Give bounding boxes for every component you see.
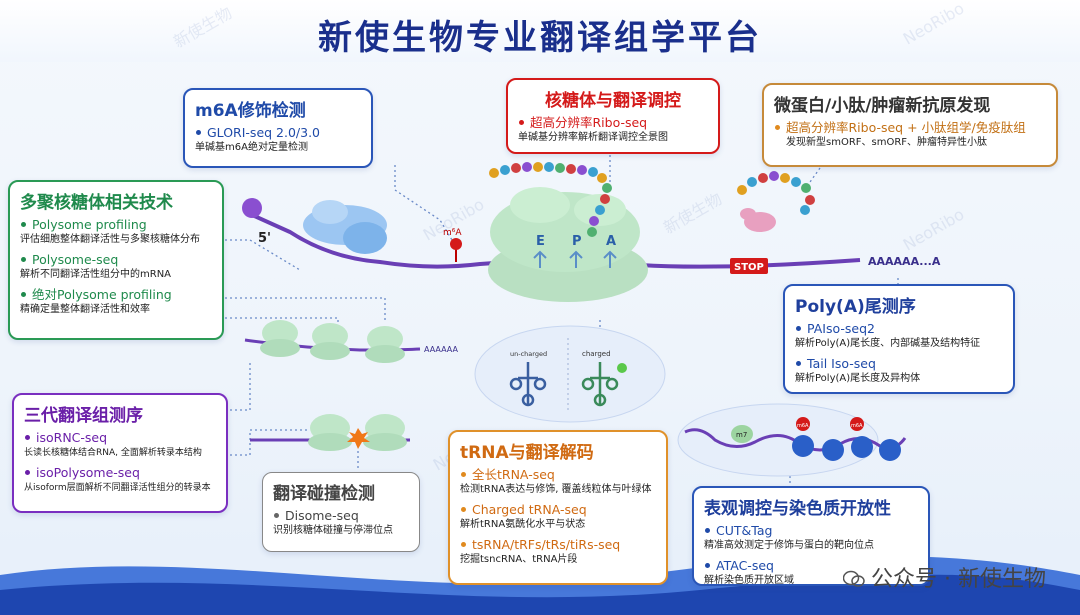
page-title: 新使生物专业翻译组学平台 bbox=[318, 18, 762, 58]
trna-desc: 挖掘tsncRNA、tRNA片段 bbox=[460, 554, 578, 565]
trna-item: tsRNA/tRFs/tRs/tiRs-seq bbox=[460, 536, 656, 553]
stop-codon-icon bbox=[730, 258, 768, 274]
trna-bubble bbox=[474, 325, 666, 423]
trna-item: 全长tRNA-seq bbox=[460, 466, 656, 483]
header-band bbox=[0, 0, 1080, 62]
polysome-desc: 评估细胞整体翻译活性与多聚核糖体分布 bbox=[20, 234, 200, 245]
uncharged-label: un-charged bbox=[510, 350, 547, 358]
epigenetics-item: ATAC-seq bbox=[704, 557, 918, 574]
polysome-card: 多聚核糖体相关技术 Polysome profiling 评估细胞整体翻译活性与… bbox=[8, 180, 224, 340]
trna-a-icon bbox=[603, 250, 617, 268]
m6a-desc: 单碱基m6A绝对定量检测 bbox=[195, 142, 308, 153]
collision-title: 翻译碰撞检测 bbox=[273, 484, 375, 504]
peptide-chain-icon bbox=[489, 162, 612, 237]
m6a-card: m6A修饰检测 GLORI-seq 2.0/3.0 单碱基m6A绝对定量检测 bbox=[183, 88, 373, 168]
collision-item: Disome-seq bbox=[273, 507, 409, 524]
trna-desc: 检测tRNA表达与修饰, 覆盖线粒体与叶绿体 bbox=[460, 484, 652, 495]
wechat-footer: 公众号 · 新使生物 bbox=[842, 561, 1046, 593]
polya-card: Poly(A)尾测序 PAIso-seq2 解析Poly(A)尾长度、内部碱基及… bbox=[783, 284, 1015, 394]
polysome-desc: 解析不同翻译活性组分中的mRNA bbox=[20, 269, 172, 280]
epigenetics-title: 表观调控与染色质开放性 bbox=[704, 499, 891, 519]
ribosome-title: 核糖体与翻译调控 bbox=[545, 91, 681, 111]
scanning-ribosome-icon bbox=[303, 200, 387, 254]
wechat-icon bbox=[842, 570, 865, 587]
micropeptide-title: 微蛋白/小肽/肿瘤新抗原发现 bbox=[774, 96, 991, 116]
ribosome-item: 超高分辨率Ribo-seq bbox=[518, 114, 708, 131]
ribosome-desc: 单碱基分辨率解析翻译调控全景图 bbox=[518, 132, 668, 143]
polya-desc: 解析Poly(A)尾长度、内部碱基及结构特征 bbox=[795, 338, 981, 349]
trna-desc: 解析tRNA氨酰化水平与状态 bbox=[460, 519, 586, 530]
charged-label: charged bbox=[582, 350, 611, 358]
m6a-item: GLORI-seq 2.0/3.0 bbox=[195, 124, 361, 141]
disome-icon bbox=[308, 414, 407, 451]
m6a-label: m⁶A bbox=[443, 228, 462, 238]
nucleosome-icon bbox=[792, 435, 901, 461]
mod-label-1: m6A bbox=[797, 423, 809, 429]
cap-protein-icon bbox=[731, 425, 753, 443]
polysome-desc: 精确定量整体翻译活性和效率 bbox=[20, 304, 150, 315]
epigenetics-desc: 解析染色质开放区域 bbox=[704, 575, 794, 586]
leader-micro bbox=[809, 167, 821, 183]
five-prime-label: 5' bbox=[258, 231, 271, 246]
polya-item: Tail Iso-seq bbox=[795, 355, 1003, 372]
trna-p-icon bbox=[569, 250, 583, 268]
site-a-label: A bbox=[606, 234, 616, 249]
site-p-label: P bbox=[572, 234, 582, 249]
polysome-polya-label: AAAAAA bbox=[424, 345, 458, 354]
polysome-item: Polysome-seq bbox=[20, 251, 212, 268]
leader-polysome-2 bbox=[225, 297, 386, 320]
polya-title: Poly(A)尾测序 bbox=[795, 297, 916, 317]
micropeptide-card: 微蛋白/小肽/肿瘤新抗原发现 超高分辨率Ribo-seq + 小肽组学/免疫肽组… bbox=[762, 83, 1058, 167]
polya-label: AAAAAA...A bbox=[868, 255, 941, 268]
leader-polysome bbox=[225, 239, 301, 271]
epigenetics-desc: 精准高效测定于修饰与蛋白的靶向位点 bbox=[704, 540, 874, 551]
mod-label-2: m6A bbox=[851, 423, 863, 429]
polysome-icon bbox=[260, 320, 405, 363]
modification-marker-icon bbox=[850, 417, 864, 431]
site-e-label: E bbox=[536, 234, 545, 249]
m7-label: m7 bbox=[736, 431, 747, 439]
modification-marker-icon bbox=[796, 417, 810, 431]
epigenetics-card: 表观调控与染色质开放性 CUT&Tag 精准高效测定于修饰与蛋白的靶向位点 AT… bbox=[692, 486, 930, 586]
amino-acid-icon bbox=[617, 363, 627, 373]
micropeptide-icon bbox=[737, 171, 815, 232]
collision-card: 翻译碰撞检测 Disome-seq 识别核糖体碰撞与停滞位点 bbox=[262, 472, 420, 552]
trna-e-icon bbox=[533, 250, 547, 268]
m6a-title: m6A修饰检测 bbox=[195, 101, 306, 121]
micropeptide-desc: 发现新型smORF、smORF、肿瘤特异性小肽 bbox=[786, 137, 988, 148]
trna-title: tRNA与翻译解码 bbox=[460, 443, 594, 463]
uncharged-trna-icon bbox=[509, 362, 547, 407]
polysome-item: Polysome profiling bbox=[20, 216, 212, 233]
collision-burst-icon bbox=[347, 428, 370, 449]
polya-item: PAIso-seq2 bbox=[795, 320, 1003, 337]
third-gen-item: isoRNC-seq bbox=[24, 429, 216, 446]
cap-icon bbox=[242, 198, 262, 218]
third-gen-desc: 从isoform层面解析不同翻译活性组分的转录本 bbox=[24, 483, 211, 493]
third-gen-desc: 长读长核糖体结合RNA, 全面解析转录本结构 bbox=[24, 448, 202, 458]
m6a-marker-icon bbox=[450, 238, 462, 250]
ribosome-icon bbox=[488, 187, 648, 302]
trna-item: Charged tRNA-seq bbox=[460, 501, 656, 518]
epigenetics-item: CUT&Tag bbox=[704, 522, 918, 539]
third-gen-card: 三代翻译组测序 isoRNC-seq 长读长核糖体结合RNA, 全面解析转录本结… bbox=[12, 393, 228, 513]
polysome-title: 多聚核糖体相关技术 bbox=[20, 193, 173, 213]
third-gen-title: 三代翻译组测序 bbox=[24, 406, 143, 426]
micropeptide-item: 超高分辨率Ribo-seq + 小肽组学/免疫肽组 bbox=[774, 119, 1046, 136]
third-gen-item: isoPolysome-seq bbox=[24, 464, 216, 481]
ribosome-card: 核糖体与翻译调控 超高分辨率Ribo-seq 单碱基分辨率解析翻译调控全景图 bbox=[506, 78, 720, 154]
polysome-item: 绝对Polysome profiling bbox=[20, 286, 212, 303]
stop-label: STOP bbox=[734, 262, 764, 273]
collision-desc: 识别核糖体碰撞与停滞位点 bbox=[273, 525, 393, 536]
charged-trna-icon bbox=[581, 362, 619, 407]
polya-desc: 解析Poly(A)尾长度及异构体 bbox=[795, 373, 921, 384]
trna-card: tRNA与翻译解码 全长tRNA-seq 检测tRNA表达与修饰, 覆盖线粒体与… bbox=[448, 430, 668, 585]
